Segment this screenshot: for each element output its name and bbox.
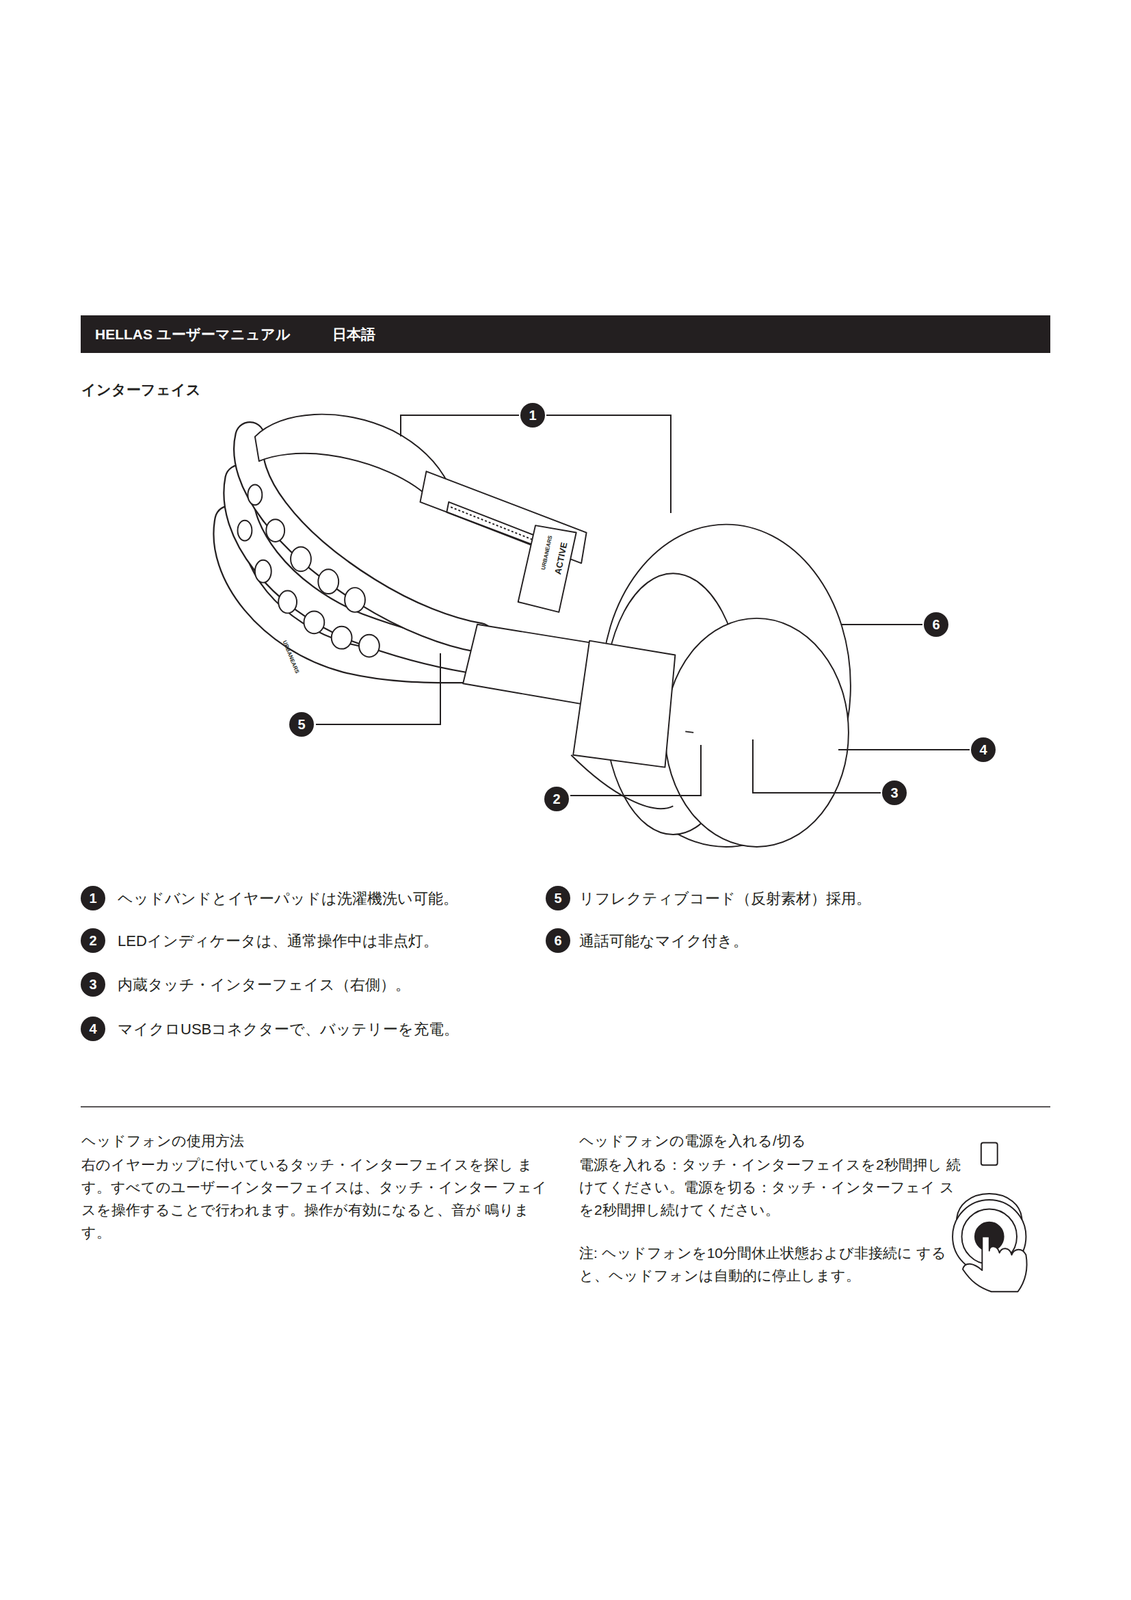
section-heading: インターフェイス [81,379,202,400]
feature-text: ヘッドバンドとイヤーパッドは洗濯機洗い可能。 [117,887,556,909]
feature-text: LEDインディケータは、通常操作中は非点灯。 [117,929,556,952]
feature-text: リフレクティブコード（反射素材）採用。 [579,887,1017,909]
leader-line [838,748,970,751]
callout-number: 3 [80,971,106,997]
body-text: 電源を入れる：タッチ・インターフェイスを2秒間押し 続けてください。電源を切る：… [579,1152,963,1221]
leader-line [752,739,881,793]
note-text: 注: ヘッドフォンを10分間休止状態および非接続に すると、ヘッドフォンは自動的… [579,1241,952,1287]
leader-line [841,623,923,625]
callout-number: 2 [80,927,106,953]
callout-number: 4 [80,1016,106,1041]
leader-line [315,653,441,725]
leader-line [400,415,520,437]
feature-text: 内蔵タッチ・インターフェイス（右側）。 [117,973,556,995]
section-heading: ヘッドフォンの使用方法 [81,1130,554,1151]
body-text: 右のイヤーカップに付いているタッチ・インターフェイスを探し ます。すべてのユーザ… [81,1152,554,1244]
callout-number: 4 [970,737,996,762]
separator-line [80,1105,1051,1108]
leader-line [570,744,701,796]
callout-number: 1 [80,885,106,911]
feature-text: マイクロUSBコネクターで、バッテリーを充電。 [117,1018,556,1040]
leader-line [546,415,671,513]
callout-number: 5 [545,885,571,911]
feature-text: 通話可能なマイク付き。 [579,929,1017,952]
header-band: HELLAS ユーザーマニュアル 日本語 [80,315,1051,353]
header-text: HELLAS ユーザーマニュアル [95,324,291,344]
header-text: 日本語 [332,324,376,344]
callout-number: 2 [544,786,569,811]
callout-number: 3 [882,780,907,805]
callout-number: 6 [923,611,949,637]
callout-number: 1 [520,402,545,428]
callout-number: 5 [289,711,314,737]
section-heading: ヘッドフォンの電源を入れる/切る [579,1130,963,1151]
callout-number: 6 [545,927,571,953]
